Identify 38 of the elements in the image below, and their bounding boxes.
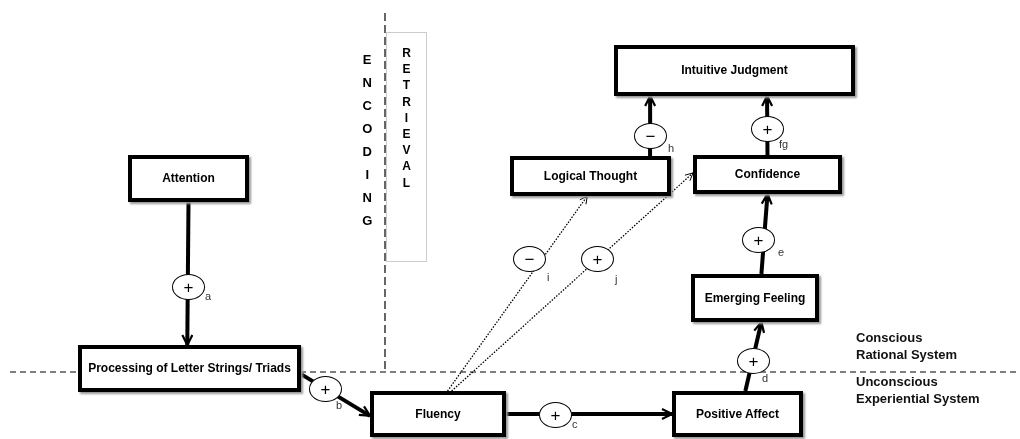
node-label: RETRIEVAL [401, 45, 412, 191]
process-box [693, 155, 842, 194]
edge-label: + [539, 402, 572, 428]
process-box [370, 391, 506, 437]
system-label: Conscious Rational System [856, 330, 959, 364]
node-label: Logical Thought [543, 167, 638, 185]
edge-label: + [309, 376, 342, 402]
system-label: Unconscious Experiential System [856, 374, 981, 408]
process-box [614, 45, 855, 96]
dotted-arrow [446, 195, 588, 392]
label-box [386, 32, 427, 262]
edge-index: j [615, 273, 618, 285]
process-box [128, 155, 249, 202]
node-label: Intuitive Judgment [681, 62, 788, 79]
edge-label: + [742, 227, 775, 253]
edge-label: − [513, 246, 546, 272]
process-box [691, 274, 819, 322]
vertical-label: ENCODING [362, 51, 373, 230]
edge-index: i [547, 271, 550, 283]
edge-label: + [581, 246, 614, 272]
dotted-arrow [450, 172, 694, 392]
edge-index: h [668, 142, 675, 154]
node-label: Positive Affect [696, 405, 779, 423]
edge-label: + [737, 348, 770, 374]
node-label: Attention [162, 170, 215, 187]
edge-index: c [572, 418, 578, 430]
node-label: Emerging Feeling [704, 289, 806, 307]
process-box [672, 391, 803, 437]
edge-index: e [778, 246, 785, 258]
process-box [510, 156, 671, 196]
edge-index: a [205, 290, 212, 302]
node-label: Fluency [415, 405, 461, 423]
edge-label: + [172, 274, 205, 300]
process-box [78, 345, 301, 392]
node-label: Processing of Letter Strings/ Triads [88, 360, 291, 377]
node-label: Confidence [734, 166, 801, 183]
edge-label: − [634, 123, 667, 149]
edge-index: b [336, 399, 343, 411]
